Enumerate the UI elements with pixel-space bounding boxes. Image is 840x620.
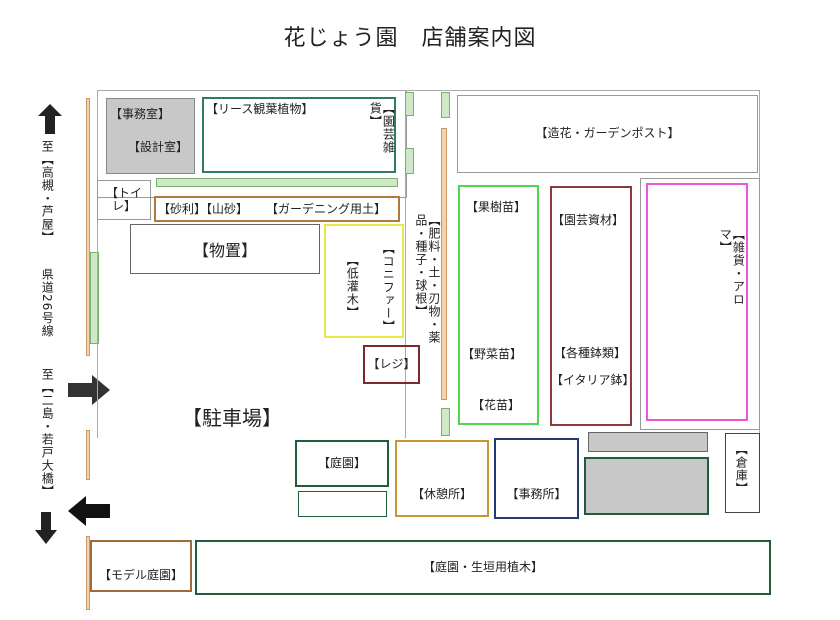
road-label-north: 至【高槻・芦屋】: [40, 140, 55, 244]
model-garden: 【モデル庭園】: [90, 540, 192, 592]
gray-block: [584, 457, 709, 515]
seedling-area: [458, 185, 539, 425]
parking-label: 【駐車場】: [182, 406, 282, 430]
hedge-strip: [405, 148, 414, 174]
lease-plants-area: [202, 97, 396, 173]
center-divider: [405, 90, 406, 438]
office-label: 【事務室】: [110, 107, 171, 121]
fertilizer-shelf-strip: [441, 128, 447, 400]
gray-block: [588, 432, 708, 452]
entrance-arrow-icon: [68, 375, 110, 409]
hedge-strip: [90, 252, 99, 344]
veg-label: 【野菜苗】: [462, 347, 523, 361]
east-building: [640, 178, 760, 430]
road-label-south: 至【二島・若戸大橋】: [40, 368, 55, 498]
road-edge-strip: [86, 98, 90, 356]
pots-label: 【各種鉢類】: [554, 346, 627, 360]
shrub-label: 【低灌木】: [345, 254, 360, 319]
flower-label: 【花苗】: [472, 398, 521, 412]
up-arrow-icon: [38, 104, 62, 138]
zakka-label: 【雑貨・アロマ】: [718, 228, 746, 306]
down-arrow-icon: [35, 512, 57, 548]
road-edge-strip: [86, 430, 90, 480]
soil-label: 【ガーデニング用土】: [266, 202, 387, 216]
materials-label: 【園芸資材】: [552, 213, 625, 227]
office-room: [106, 98, 195, 174]
storage: 【物置】: [130, 224, 320, 274]
garden-annex: [298, 491, 387, 517]
garden: 【庭園】: [295, 440, 389, 487]
hedge-strip: [156, 178, 398, 187]
soil-area: [154, 196, 400, 222]
conifer-label: 【コニファー】: [381, 242, 396, 333]
lease-label: 【リース観葉植物】: [206, 102, 314, 116]
hedge-strip: [441, 92, 450, 118]
rest-area: 【休憩所】: [395, 440, 489, 517]
hedge-strip: [405, 92, 414, 116]
exit-arrow-icon: [68, 496, 110, 530]
fertilizer-label: 【肥料・土・刃物・薬品・種子・球根】: [413, 214, 441, 344]
warehouse-label: 【倉庫】: [734, 443, 749, 495]
zakka-area: [646, 183, 748, 421]
toilet: 【トイレ】: [97, 180, 151, 220]
fruit-label: 【果樹苗】: [466, 200, 527, 214]
hedge-strip: [441, 408, 450, 436]
road-label-route: 県道26号線: [40, 268, 55, 338]
page-title: 花じょう園 店舗案内図: [283, 26, 537, 51]
conifer-area: [324, 224, 404, 338]
warehouse: [725, 433, 760, 513]
trees-area: 【庭園・生垣用植木】: [195, 540, 771, 595]
main-office: 【事務所】: [494, 438, 579, 519]
materials-area: [550, 186, 632, 426]
register: 【レジ】: [363, 345, 420, 384]
artificial-flowers: 【造花・ガーデンポスト】: [457, 95, 758, 173]
design-label: 【設計室】: [128, 140, 189, 154]
gravel-label: 【砂利】【山砂】: [158, 202, 249, 216]
garden-goods-label: 【園芸雑貨】: [368, 102, 396, 154]
italy-pots-label: 【イタリア鉢】: [551, 373, 635, 387]
road-edge-strip: [86, 536, 90, 610]
